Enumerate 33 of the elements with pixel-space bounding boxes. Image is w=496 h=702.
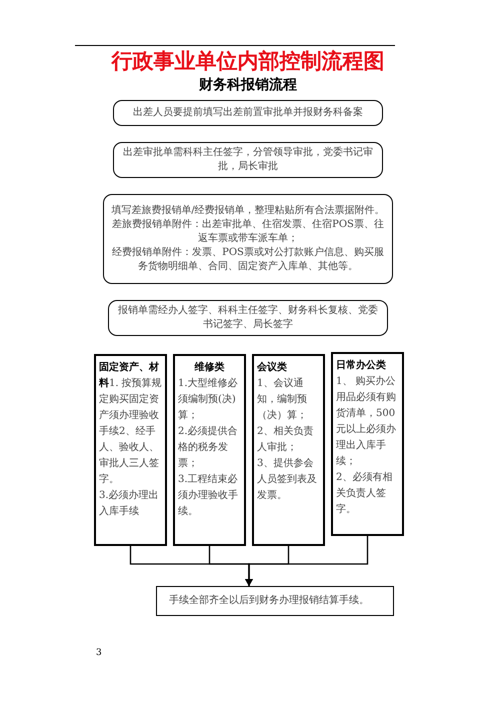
category-box xyxy=(173,354,246,546)
rounded-process-box xyxy=(108,300,388,336)
category-heading: 会议类 xyxy=(257,360,288,375)
category-text: 3.工程结束必须办理验收手续。 xyxy=(178,472,239,519)
category-text: 固定资产、材料1. 按预算规定购买固定资产须办理验收手续2、经手人、验收人、审批人三人签字。 xyxy=(99,360,162,487)
box-text: 差旅费报销单附件：出差审批单、住宿发票、住宿POS票、往返车票或带车派车单； xyxy=(111,218,385,246)
box-text: 出差审批单需科科主任签字，分管领导审批，党委书记审批，局长审批 xyxy=(122,146,374,174)
rounded-process-box xyxy=(103,194,393,284)
category-text: 3.必须办理出入库手续 xyxy=(99,488,160,519)
category-text: 2、必须有相关负责人签字。 xyxy=(336,470,394,517)
category-text: 1.大型维修必须编制预(决)算； xyxy=(178,376,239,423)
category-text: 3、提供参会人员签到表及发票。 xyxy=(257,456,318,503)
page-number: 3 xyxy=(96,648,102,659)
page-title: 行政事业单位内部控制流程图 xyxy=(112,49,384,73)
box-text: 出差人员要提前填写出差前置审批单并报财务科备案 xyxy=(133,106,363,120)
box-text: 手续全部齐全以后到财务办理报销结算手续。 xyxy=(169,594,370,608)
category-text: 2、相关负责人审批； xyxy=(257,424,314,455)
process-box xyxy=(156,586,394,616)
category-text: 1、 购买办公用品必须有购货清单，500元以上必须办理出入库手续； xyxy=(336,374,397,469)
category-box xyxy=(94,354,167,546)
category-text: 1、会议通知，编制预（决）算； xyxy=(257,376,308,423)
category-heading: 维修类 xyxy=(194,360,226,375)
category-heading: 日常办公类 xyxy=(336,358,387,373)
box-text: 报销单需经办人签字、科科主任签字、财务科长复核、党委书记签字、局长签字 xyxy=(117,304,379,332)
category-box xyxy=(331,352,404,536)
box-text: 填写差旅费报销单/经费报销单，整理粘贴所有合法票据附件。 xyxy=(111,204,385,218)
category-text: 2.必须提供合格的税务发票； xyxy=(178,424,239,471)
box-text: 经费报销单附件：发票、POS票或对公打款账户信息、购买服务货物明细单、合同、固定资产入库单、其他等。 xyxy=(111,246,385,274)
subtitle: 财务科报销流程 xyxy=(199,76,297,94)
category-box xyxy=(252,354,325,546)
rounded-process-box xyxy=(113,100,383,126)
rounded-process-box xyxy=(113,142,383,178)
connector-arrow xyxy=(245,536,368,586)
